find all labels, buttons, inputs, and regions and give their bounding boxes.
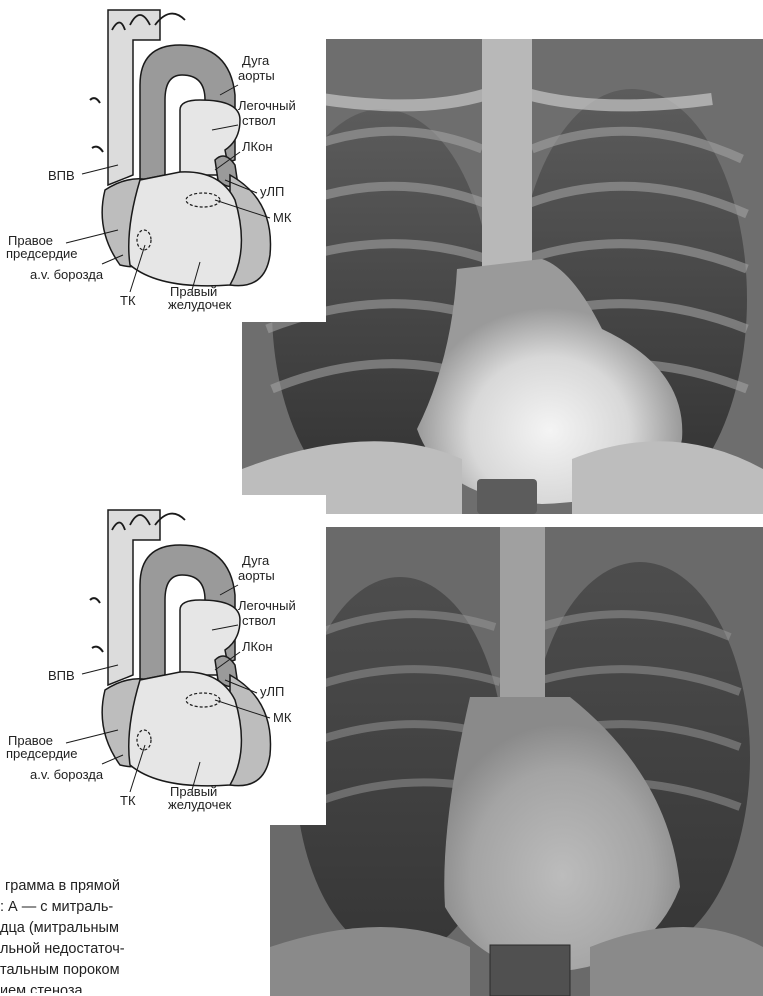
- label-tricuspid-valve: ТК: [120, 793, 136, 808]
- label-tricuspid-valve: ТК: [120, 293, 136, 308]
- caption-line: тальным пороком: [0, 960, 262, 981]
- label-pulmonary-trunk: Легочный: [238, 98, 296, 113]
- label-aortic-arch: Дуга: [242, 53, 270, 68]
- right-ventricle: [129, 672, 242, 786]
- caption-line: грамма в прямой: [0, 876, 262, 897]
- label-ula: уЛП: [260, 684, 284, 699]
- caption-line: : А — с митраль-: [0, 897, 262, 918]
- label-lcon: ЛКон: [242, 639, 273, 654]
- caption-line: льной недостаточ-: [0, 939, 262, 960]
- label-av-groove: a.v. борозда: [30, 267, 104, 282]
- label-svc: ВПВ: [48, 168, 75, 183]
- heart-diagram-a: Дуга аорты Легочный ствол ЛКон ВПВ уЛП М…: [0, 0, 326, 322]
- label-aortic-arch-2: аорты: [238, 68, 275, 83]
- label-aortic-arch: Дуга: [242, 553, 270, 568]
- label-mitral-valve: МК: [273, 710, 292, 725]
- label-pulmonary-trunk-2: ствол: [242, 113, 276, 128]
- label-right-ventricle-2: желудочек: [168, 797, 232, 812]
- label-aortic-arch-2: аорты: [238, 568, 275, 583]
- label-pulmonary-trunk: Легочный: [238, 598, 296, 613]
- label-right-ventricle-2: желудочек: [168, 297, 232, 312]
- label-svc: ВПВ: [48, 668, 75, 683]
- label-right-atrium-2: предсердие: [6, 246, 78, 261]
- label-av-groove: a.v. борозда: [30, 767, 104, 782]
- right-ventricle: [129, 172, 242, 286]
- label-ula: уЛП: [260, 184, 284, 199]
- label-mitral-valve: МК: [273, 210, 292, 225]
- caption-line: ием стеноза: [0, 981, 262, 993]
- chest-xray-b: [270, 527, 763, 996]
- label-right-atrium-2: предсердие: [6, 746, 78, 761]
- figure-caption: грамма в прямой : А — с митраль- дца (ми…: [0, 876, 262, 993]
- label-lcon: ЛКон: [242, 139, 273, 154]
- caption-line: дца (митральным: [0, 918, 262, 939]
- heart-diagram-b: Дуга аорты Легочный ствол ЛКон ВПВ уЛП М…: [0, 495, 326, 825]
- label-pulmonary-trunk-2: ствол: [242, 613, 276, 628]
